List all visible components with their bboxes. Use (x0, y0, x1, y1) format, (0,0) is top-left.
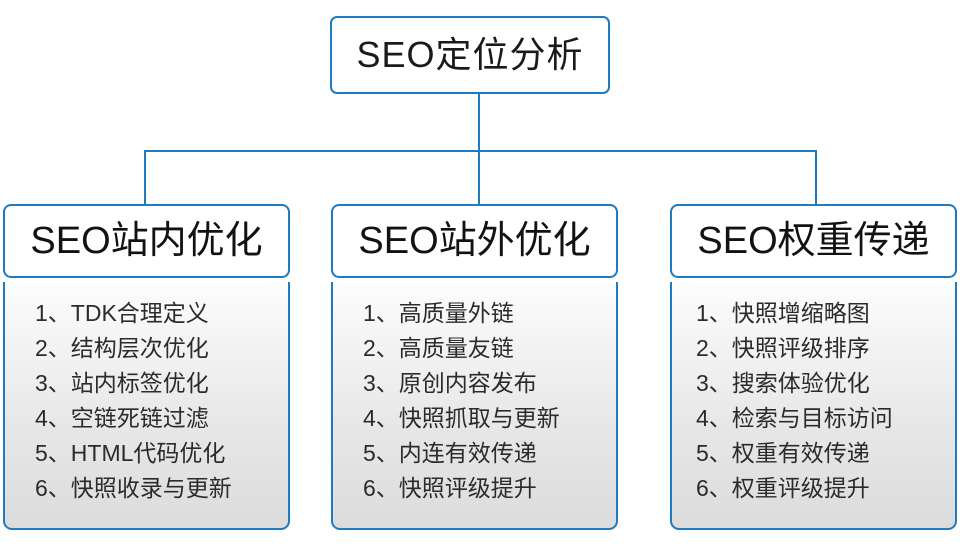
list-item: 2、快照评级排序 (696, 335, 870, 361)
list-item: 5、权重有效传递 (696, 440, 870, 466)
list-item: 5、HTML代码优化 (35, 440, 226, 466)
branch-column-3: SEO权重传递 1、快照增缩略图 2、快照评级排序 3、搜索体验优化 4、检索与… (670, 204, 957, 530)
list-item: 2、结构层次优化 (35, 335, 209, 361)
list-item: 2、高质量友链 (363, 335, 514, 361)
branch-header-2[interactable]: SEO站外优化 (331, 204, 618, 278)
root-node[interactable]: SEO定位分析 (330, 16, 610, 94)
list-item: 5、内连有效传递 (363, 440, 537, 466)
root-node-label: SEO定位分析 (356, 34, 584, 75)
list-item: 6、快照评级提升 (363, 475, 537, 501)
branch-body-2: 1、高质量外链 2、高质量友链 3、原创内容发布 4、快照抓取与更新 5、内连有… (331, 282, 618, 530)
list-item: 1、快照增缩略图 (696, 300, 870, 326)
connector-horizontal-bus (144, 150, 817, 152)
connector-branch-3-vertical (815, 150, 817, 206)
branch-body-1: 1、TDK合理定义 2、结构层次优化 3、站内标签优化 4、空链死链过滤 5、H… (3, 282, 290, 530)
list-item: 6、权重评级提升 (696, 475, 870, 501)
list-item: 1、TDK合理定义 (35, 300, 209, 326)
connector-branch-2-vertical (478, 150, 480, 206)
list-item: 4、快照抓取与更新 (363, 405, 560, 431)
list-item: 3、站内标签优化 (35, 370, 209, 396)
branch-body-3: 1、快照增缩略图 2、快照评级排序 3、搜索体验优化 4、检索与目标访问 5、权… (670, 282, 957, 530)
list-item: 3、原创内容发布 (363, 370, 537, 396)
branch-header-2-label: SEO站外优化 (358, 220, 591, 262)
branch-header-3-label: SEO权重传递 (697, 220, 930, 262)
list-item: 3、搜索体验优化 (696, 370, 870, 396)
branch-column-2: SEO站外优化 1、高质量外链 2、高质量友链 3、原创内容发布 4、快照抓取与… (331, 204, 618, 530)
branch-header-1[interactable]: SEO站内优化 (3, 204, 290, 278)
list-item: 4、空链死链过滤 (35, 405, 209, 431)
list-item: 4、检索与目标访问 (696, 405, 893, 431)
connector-root-vertical (478, 94, 480, 152)
branch-header-3[interactable]: SEO权重传递 (670, 204, 957, 278)
branch-header-1-label: SEO站内优化 (30, 220, 263, 262)
branch-column-1: SEO站内优化 1、TDK合理定义 2、结构层次优化 3、站内标签优化 4、空链… (3, 204, 290, 530)
list-item: 1、高质量外链 (363, 300, 514, 326)
connector-branch-1-vertical (144, 150, 146, 206)
list-item: 6、快照收录与更新 (35, 475, 232, 501)
